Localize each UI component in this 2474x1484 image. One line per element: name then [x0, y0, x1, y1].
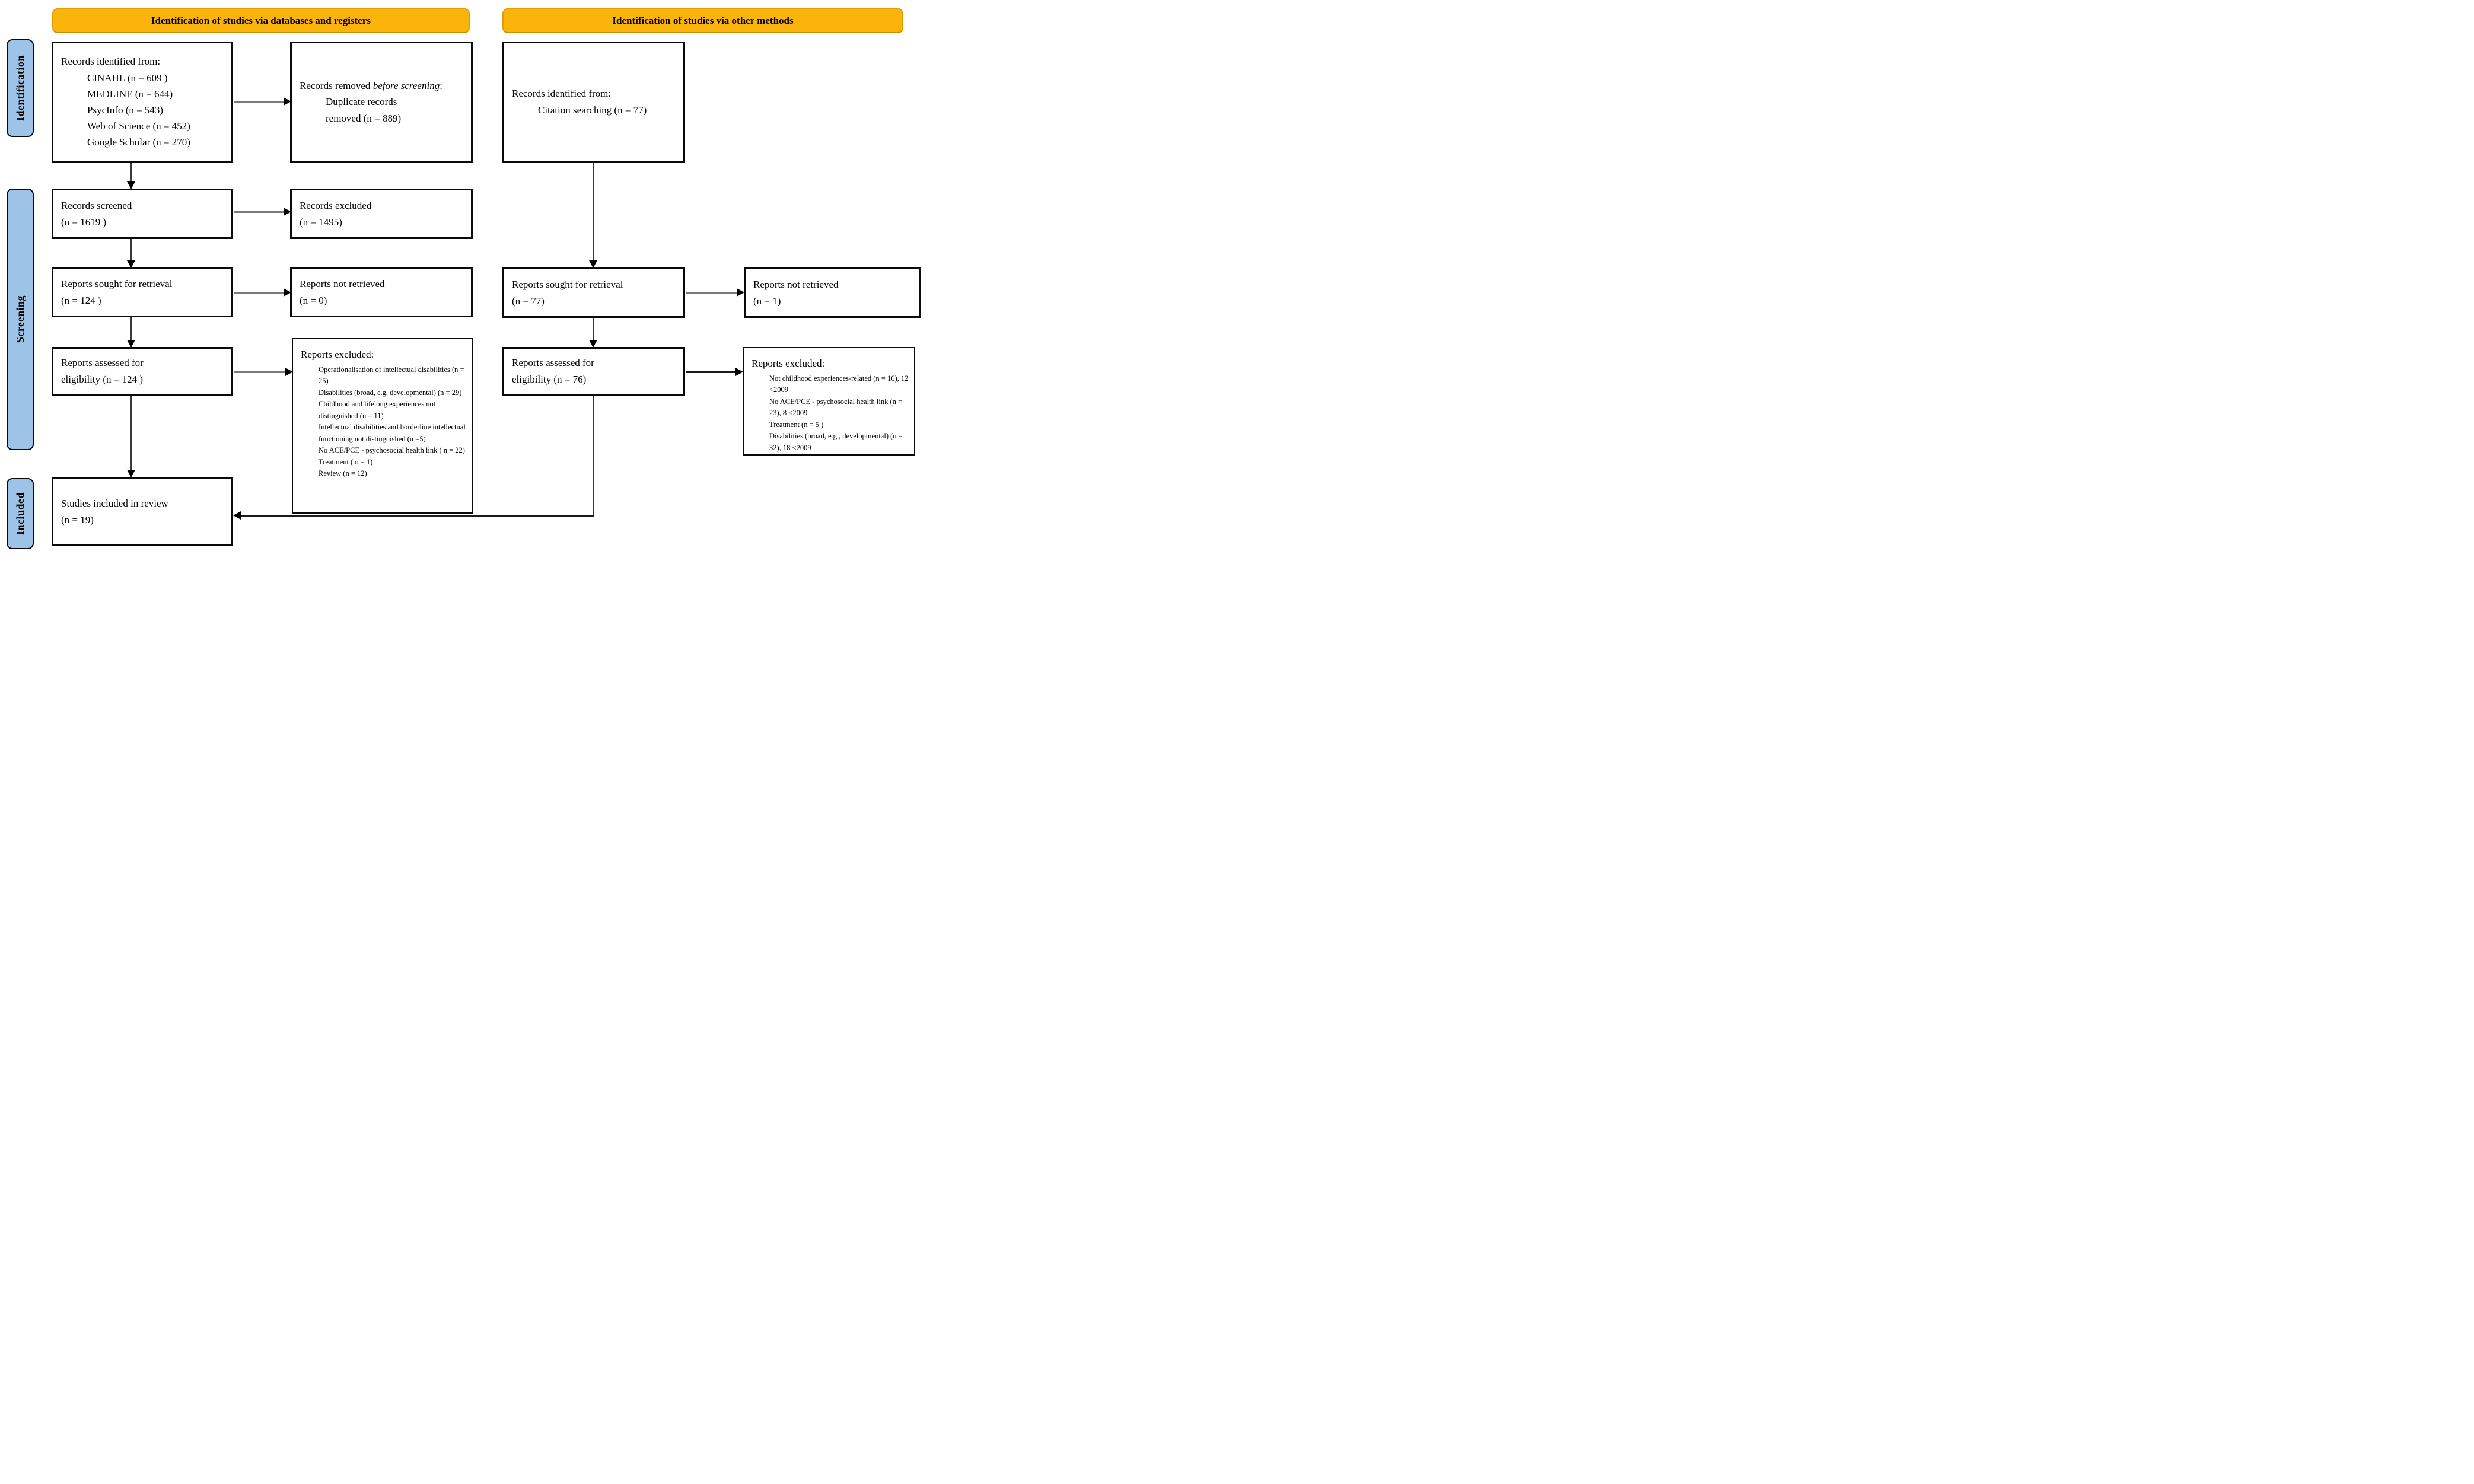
arrow-sought-other-to-assessed-shaft: [593, 318, 594, 340]
box-studies-included: Studies included in review (n = 19): [52, 477, 233, 546]
arrow-sought-other-to-not-retrieved-head: [737, 288, 744, 297]
arrow-screened-to-sought-shaft: [130, 239, 132, 261]
arrow-sought-to-not-retrieved-shaft: [234, 292, 284, 294]
box-records-screened: Records screened (n = 1619 ): [52, 189, 233, 239]
arrow-identified-to-removed-head: [284, 97, 291, 106]
records-excluded-label: Records excluded: [300, 199, 372, 211]
reports-excluded-db-list: Operationalisation of intellectual disab…: [301, 364, 467, 480]
arrow-assessed-other-to-included-horizontal: [240, 515, 594, 517]
arrow-screened-to-excluded-shaft: [234, 211, 284, 213]
records-removed-prefix: Records removed: [300, 79, 373, 91]
box-reports-not-retrieved-other: Reports not retrieved (n = 1): [744, 267, 921, 318]
stage-label-screening: Screening: [7, 189, 34, 450]
reports-sought-db-label: Reports sought for retrieval: [61, 278, 173, 290]
box-records-identified-other: Records identified from: Citation search…: [502, 42, 685, 163]
excluded-reason: Treatment ( n = 1): [319, 457, 373, 466]
arrow-sought-to-assessed-head: [127, 340, 135, 348]
box-records-removed: Records removed before screening: Duplic…: [290, 42, 473, 163]
reports-excluded-other-title: Reports excluded:: [752, 358, 825, 369]
stage-label-identification: Identification: [7, 39, 34, 137]
arrow-assessed-other-to-included-vertical: [593, 396, 594, 516]
db-source-medline: MEDLINE (n = 644): [87, 88, 173, 100]
box-records-excluded: Records excluded (n = 1495): [290, 189, 473, 239]
arrow-sought-other-to-not-retrieved-shaft: [686, 292, 737, 294]
stage-label-identification-text: Identification: [14, 55, 26, 121]
arrow-identified-to-screened-head: [127, 181, 135, 189]
arrow-citation-to-sought-shaft: [593, 163, 594, 261]
stage-label-included: Included: [7, 478, 34, 549]
box-reports-excluded-other: Reports excluded: Not childhood experien…: [743, 347, 915, 456]
arrow-assessed-other-to-excluded-shaft: [686, 371, 735, 373]
reports-sought-other-count: (n = 77): [512, 295, 545, 307]
banner-other-methods: Identification of studies via other meth…: [502, 8, 903, 33]
excluded-reason: No ACE/PCE - psychosocial health link (n…: [769, 397, 903, 418]
arrow-sought-to-not-retrieved-head: [284, 288, 291, 297]
banner-other-label: Identification of studies via other meth…: [612, 15, 794, 26]
stage-label-screening-text: Screening: [14, 295, 26, 343]
reports-sought-other-label: Reports sought for retrieval: [512, 278, 623, 290]
excluded-reason: Childhood and lifelong experiences not d…: [319, 400, 436, 420]
reports-not-retrieved-other-count: (n = 1): [753, 295, 781, 307]
duplicates-removed: Duplicate records removed (n = 889): [326, 96, 402, 124]
arrow-assessed-other-to-excluded-head: [735, 368, 743, 376]
reports-assessed-other-label: Reports assessed for: [512, 357, 594, 369]
reports-assessed-db-label: Reports assessed for: [61, 357, 144, 369]
banner-databases-registers: Identification of studies via databases …: [52, 8, 470, 33]
arrow-assessed-to-excluded-head: [285, 368, 293, 376]
box-reports-not-retrieved-databases: Reports not retrieved (n = 0): [290, 267, 473, 317]
arrow-screened-to-sought-head: [127, 260, 135, 268]
box-records-identified-databases: Records identified from: CINAHL (n = 609…: [52, 42, 233, 163]
records-screened-count: (n = 1619 ): [61, 216, 107, 228]
arrow-assessed-to-included-head: [127, 470, 135, 477]
excluded-reason: Disabilities (broad, e.g. developmental)…: [319, 388, 462, 397]
excluded-reason: Operationalisation of intellectual disab…: [319, 365, 464, 386]
excluded-reason: No ACE/PCE - psychosocial health link ( …: [319, 446, 465, 455]
excluded-reason: Not childhood experiences-related (n = 1…: [769, 374, 909, 394]
citation-searching: Citation searching (n = 77): [538, 104, 647, 116]
reports-excluded-other-list: Not childhood experiences-related (n = 1…: [752, 373, 909, 454]
records-identified-title: Records identified from:: [61, 56, 161, 68]
excluded-reason: Disabilities (broad, e.g., developmental…: [769, 432, 903, 452]
records-removed-suffix: :: [440, 79, 442, 91]
excluded-reason: Review (n = 12): [319, 469, 367, 478]
db-source-cinahl: CINAHL (n = 609 ): [87, 72, 168, 84]
arrow-assessed-to-excluded-shaft: [234, 371, 285, 373]
records-screened-label: Records screened: [61, 199, 132, 211]
prisma-flow-diagram: Identification of studies via databases …: [0, 0, 930, 558]
stage-label-included-text: Included: [14, 492, 26, 536]
arrow-sought-to-assessed-shaft: [130, 317, 132, 340]
records-removed-italic: before screening: [372, 79, 440, 91]
excluded-reason: Treatment (n = 5 ): [769, 420, 824, 429]
reports-assessed-db-count: eligibility (n = 124 ): [61, 374, 144, 385]
arrow-assessed-other-to-included-head: [233, 511, 241, 520]
records-excluded-count: (n = 1495): [300, 216, 342, 228]
box-reports-assessed-databases: Reports assessed for eligibility (n = 12…: [52, 347, 233, 396]
box-reports-sought-other: Reports sought for retrieval (n = 77): [502, 267, 685, 318]
reports-not-retrieved-db-label: Reports not retrieved: [300, 278, 385, 290]
excluded-reason: Intellectual disabilities and borderline…: [319, 423, 466, 443]
reports-excluded-db-title: Reports excluded:: [301, 349, 374, 360]
db-source-psycinfo: PsycInfo (n = 543): [87, 104, 164, 116]
arrow-assessed-to-included-shaft: [130, 396, 132, 470]
studies-included-label: Studies included in review: [61, 497, 168, 509]
db-source-web-of-science: Web of Science (n = 452): [87, 120, 190, 132]
records-removed-title: Records removed before screening:: [300, 78, 466, 94]
arrow-identified-to-removed-shaft: [234, 101, 284, 103]
box-reports-excluded-databases: Reports excluded: Operationalisation of …: [292, 338, 473, 514]
other-identified-title: Records identified from:: [512, 88, 612, 100]
db-source-google-scholar: Google Scholar (n = 270): [87, 136, 190, 148]
arrow-identified-to-screened-shaft: [130, 163, 132, 182]
studies-included-count: (n = 19): [61, 514, 94, 526]
arrow-citation-to-sought-head: [589, 260, 597, 268]
reports-not-retrieved-db-count: (n = 0): [300, 295, 327, 306]
arrow-sought-other-to-assessed-head: [589, 340, 597, 348]
reports-sought-db-count: (n = 124 ): [61, 295, 101, 306]
reports-assessed-other-count: eligibility (n = 76): [512, 374, 587, 385]
box-reports-assessed-other: Reports assessed for eligibility (n = 76…: [502, 347, 685, 396]
banner-databases-label: Identification of studies via databases …: [151, 15, 371, 26]
arrow-screened-to-excluded-head: [284, 208, 291, 216]
reports-not-retrieved-other-label: Reports not retrieved: [753, 278, 839, 290]
box-reports-sought-databases: Reports sought for retrieval (n = 124 ): [52, 267, 233, 317]
